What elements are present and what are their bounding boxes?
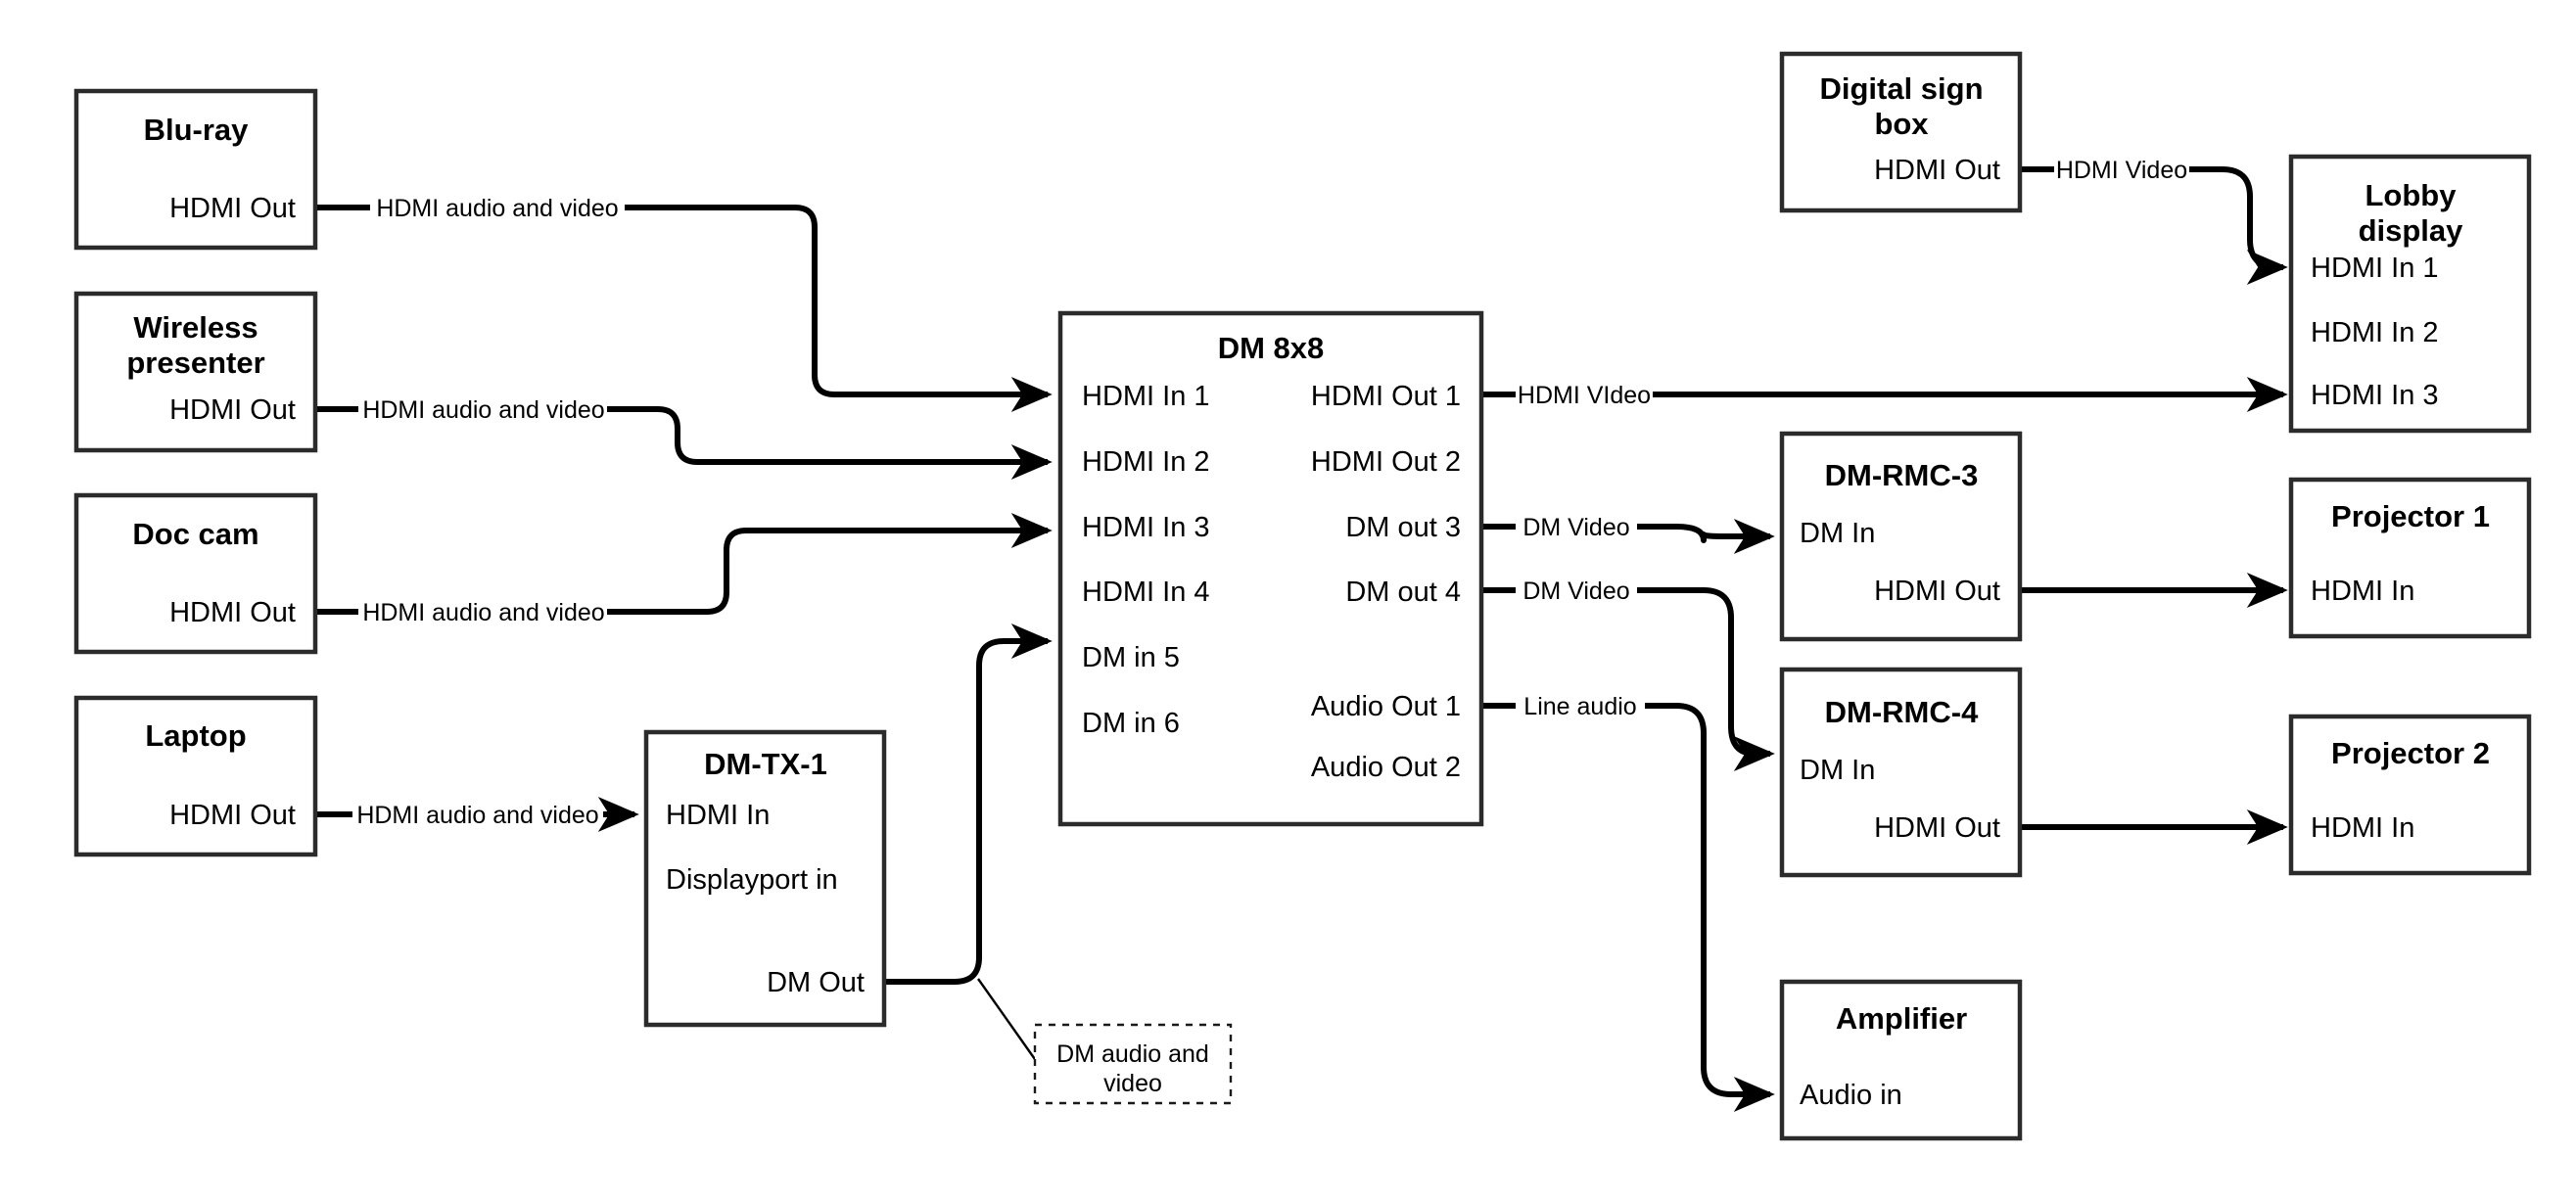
port-amplifier-audio-in: Audio in — [1800, 1080, 1902, 1111]
wire-dm8x8-audio1-to-amplifier: Line audio — [1481, 693, 1775, 1112]
port-dm8x8-audio-out-2: Audio Out 2 — [1311, 752, 1461, 783]
wire-dm8x8-out4-to-rmc4: DM Video — [1481, 577, 1775, 771]
port-dmtx1-dm-out: DM Out — [767, 967, 865, 998]
node-dm-tx-1[interactable]: DM-TX-1 HDMI In Displayport in DM Out — [643, 729, 887, 1028]
node-dm-rmc-3[interactable]: DM-RMC-3 DM In HDMI Out — [1779, 431, 2023, 642]
port-lobby-hdmi-in-1: HDMI In 1 — [2311, 253, 2439, 284]
node-title-dm-tx-1: DM-TX-1 — [704, 747, 827, 781]
node-title-wireless-presenter-line2: presenter — [126, 346, 264, 380]
node-title-digital-sign-line2: box — [1874, 107, 1929, 141]
port-dm8x8-out-3: DM out 3 — [1345, 512, 1461, 543]
port-bluray-hdmi-out: HDMI Out — [169, 193, 296, 224]
node-bluray[interactable]: Blu-ray HDMI Out — [73, 88, 318, 251]
port-dm8x8-in-5: DM in 5 — [1082, 642, 1180, 673]
port-lobby-hdmi-in-2: HDMI In 2 — [2311, 317, 2439, 348]
node-title-wireless-presenter-line1: Wireless — [133, 310, 258, 345]
note-dm-audio-and-video: DM audio and video — [1033, 1023, 1233, 1105]
node-title-laptop: Laptop — [145, 718, 246, 753]
wire-label-bluray: HDMI audio and video — [376, 195, 618, 222]
node-title-dm-rmc-4: DM-RMC-4 — [1825, 695, 1979, 729]
wire-label-audio-out1: Line audio — [1523, 693, 1636, 720]
node-amplifier[interactable]: Amplifier Audio in — [1779, 979, 2023, 1141]
node-title-amplifier: Amplifier — [1836, 1001, 1967, 1036]
node-title-dm-8x8: DM 8x8 — [1218, 331, 1325, 365]
port-wireless-hdmi-out: HDMI Out — [169, 394, 296, 426]
port-dm8x8-out-4: DM out 4 — [1345, 577, 1461, 608]
wire-dmtx1-to-dm8x8-dm-in-5 — [884, 623, 1053, 1063]
wire-label-sign-to-lobby: HDMI Video — [2056, 157, 2187, 184]
port-dm8x8-in-1: HDMI In 1 — [1082, 381, 1210, 412]
wire-bluray-to-dm8x8-hdmi-in-1: HDMI audio and video — [315, 195, 1053, 412]
port-rmc4-hdmi-out: HDMI Out — [1874, 812, 2000, 844]
node-doc-cam[interactable]: Doc cam HDMI Out — [73, 492, 318, 655]
note-dm-av-line2: video — [1103, 1070, 1162, 1097]
note-dm-av-line1: DM audio and — [1056, 1040, 1209, 1068]
port-dm8x8-in-2: HDMI In 2 — [1082, 446, 1210, 478]
wire-digitalsign-to-lobby-hdmi-in-1: HDMI Video — [2020, 157, 2288, 285]
node-digital-sign-box[interactable]: Digital sign box HDMI Out — [1779, 51, 2023, 213]
node-title-digital-sign-line1: Digital sign — [1819, 71, 1983, 106]
node-wireless-presenter[interactable]: Wireless presenter HDMI Out — [73, 291, 318, 453]
node-title-lobby-line1: Lobby — [2365, 178, 2458, 212]
port-dm8x8-out-2: HDMI Out 2 — [1311, 446, 1461, 478]
port-laptop-hdmi-out: HDMI Out — [169, 800, 296, 831]
port-doccam-hdmi-out: HDMI Out — [169, 597, 296, 628]
wire-label-dm-out1: HDMI VIdeo — [1518, 382, 1651, 409]
wire-dm8x8-out3-to-rmc3: DM Video — [1481, 514, 1775, 554]
port-dm8x8-audio-out-1: Audio Out 1 — [1311, 691, 1461, 722]
wire-label-laptop: HDMI audio and video — [356, 802, 598, 829]
wire-wireless-to-dm8x8-hdmi-in-2: HDMI audio and video — [315, 396, 1053, 480]
node-title-lobby-line2: display — [2359, 213, 2464, 248]
port-rmc3-hdmi-out: HDMI Out — [1874, 576, 2000, 607]
node-title-projector-1: Projector 1 — [2331, 499, 2490, 533]
port-rmc3-dm-in: DM In — [1800, 518, 1875, 549]
port-dm8x8-in-4: HDMI In 4 — [1082, 577, 1210, 608]
node-lobby-display[interactable]: Lobby display HDMI In 1 HDMI In 2 HDMI I… — [2288, 154, 2532, 434]
port-projector1-hdmi-in: HDMI In — [2311, 576, 2414, 607]
port-dm8x8-in-6: DM in 6 — [1082, 708, 1180, 739]
port-dmtx1-hdmi-in: HDMI In — [666, 800, 770, 831]
node-laptop[interactable]: Laptop HDMI Out — [73, 695, 318, 857]
wire-label-doccam: HDMI audio and video — [362, 599, 604, 626]
wire-label-dm-out3: DM Video — [1522, 514, 1629, 541]
node-title-doc-cam: Doc cam — [132, 517, 258, 551]
node-projector-2[interactable]: Projector 2 HDMI In — [2288, 714, 2532, 876]
wire-dm8x8-out1-to-lobby-hdmi-in-3: HDMI VIdeo — [1481, 376, 2288, 412]
node-title-projector-2: Projector 2 — [2331, 736, 2490, 770]
node-title-bluray: Blu-ray — [144, 113, 250, 147]
wire-label-wireless: HDMI audio and video — [362, 396, 604, 424]
node-projector-1[interactable]: Projector 1 HDMI In — [2288, 477, 2532, 639]
port-projector2-hdmi-in: HDMI In — [2311, 812, 2414, 844]
node-title-dm-rmc-3: DM-RMC-3 — [1825, 458, 1979, 492]
port-rmc4-dm-in: DM In — [1800, 755, 1875, 786]
port-digitalsign-hdmi-out: HDMI Out — [1874, 155, 2000, 186]
node-dm-8x8[interactable]: DM 8x8 HDMI In 1 HDMI In 2 HDMI In 3 HDM… — [1057, 310, 1484, 827]
port-dm8x8-in-3: HDMI In 3 — [1082, 512, 1210, 543]
wire-doccam-to-dm8x8-hdmi-in-3: HDMI audio and video — [315, 512, 1053, 626]
wire-label-dm-out4: DM Video — [1522, 577, 1629, 605]
wire-laptop-to-dmtx1-hdmi-in: HDMI audio and video — [315, 796, 639, 832]
port-dmtx1-displayport-in: Displayport in — [666, 864, 838, 896]
port-lobby-hdmi-in-3: HDMI In 3 — [2311, 380, 2439, 411]
port-dm8x8-out-1: HDMI Out 1 — [1311, 381, 1461, 412]
node-dm-rmc-4[interactable]: DM-RMC-4 DM In HDMI Out — [1779, 667, 2023, 878]
